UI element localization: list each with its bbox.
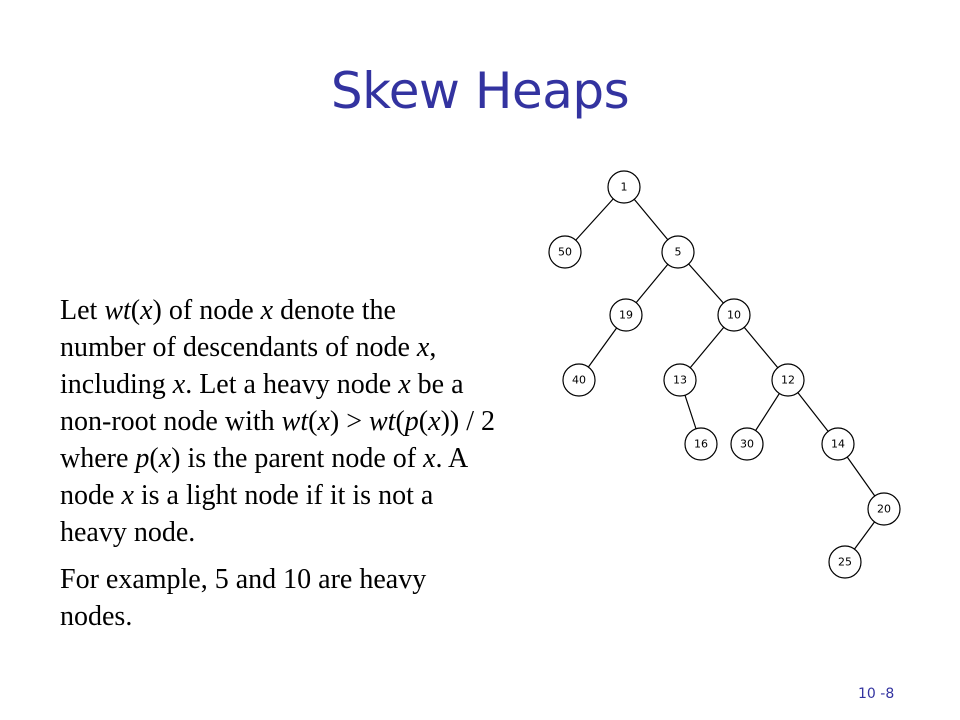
tree-node-25: 25 [828,545,862,579]
text-line: non-root node with wt(x) > wt(p(x)) / 2 [60,406,495,437]
node-label: 14 [831,438,845,451]
node-label: 10 [727,309,741,322]
page-number: 10 -8 [858,686,895,702]
node-circle [548,235,582,269]
node-label: 5 [675,246,682,259]
node-label: 13 [673,374,687,387]
node-circle [717,298,751,332]
node-label: 50 [558,246,572,259]
text-line: where p(x) is the parent node of x. A [60,443,469,474]
text-line: node x is a light node if it is not a [60,480,434,511]
tree-node-10: 10 [717,298,751,332]
node-label: 30 [740,438,754,451]
node-circle [730,427,764,461]
node-circle [867,492,901,526]
node-label: 20 [877,503,891,516]
node-label: 16 [694,438,708,451]
node-label: 19 [619,309,633,322]
node-circle [562,363,596,397]
node-label: 1 [621,181,628,194]
node-circle [821,427,855,461]
tree-node-20: 20 [867,492,901,526]
tree-node-12: 12 [771,363,805,397]
paragraph-1: Let wt(x) of node x denote the number of … [60,292,580,551]
slide-title: Skew Heaps [330,62,630,120]
text-line: heavy node. [60,517,196,548]
text-line: For example, 5 and 10 are heavy [60,564,427,595]
paragraph-2: For example, 5 and 10 are heavy nodes. [60,561,580,635]
node-circle [663,363,697,397]
node-label: 25 [838,556,852,569]
tree-nodes: 1 50 5 19 10 40 13 12 16 30 14 20 25 [548,170,901,579]
tree-node-13: 13 [663,363,697,397]
tree-node-1: 1 [607,170,641,204]
node-circle [828,545,862,579]
node-circle [607,170,641,204]
node-circle [771,363,805,397]
tree-node-30: 30 [730,427,764,461]
tree-node-19: 19 [609,298,643,332]
tree-node-50: 50 [548,235,582,269]
node-circle [684,427,718,461]
text-line: including x. Let a heavy node x be a [60,369,464,400]
tree-node-14: 14 [821,427,855,461]
tree-node-40: 40 [562,363,596,397]
node-label: 12 [781,374,795,387]
node-circle [661,235,695,269]
node-label: 40 [572,374,586,387]
node-circle [609,298,643,332]
text-line: number of descendants of node x, [60,332,437,363]
text-line: nodes. [60,601,133,632]
tree-edges [564,186,885,563]
tree-node-16: 16 [684,427,718,461]
definition-text: Let wt(x) of node x denote the number of … [60,292,580,635]
tree-node-5: 5 [661,235,695,269]
text-line: Let wt(x) of node x denote the [60,295,396,326]
